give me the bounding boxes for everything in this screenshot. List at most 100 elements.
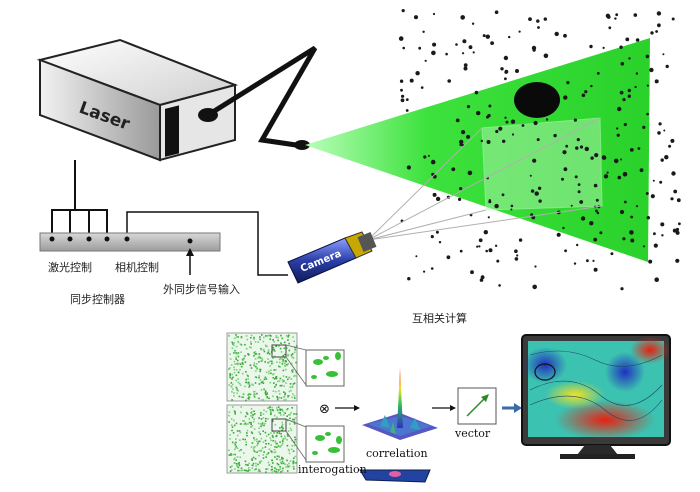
image-speckle	[252, 414, 254, 416]
seed-particle	[655, 30, 658, 33]
image-speckle	[282, 457, 284, 460]
image-speckle	[280, 414, 282, 416]
seed-particle	[530, 213, 534, 217]
image-speckle	[243, 357, 245, 360]
seed-particle	[657, 131, 661, 135]
seed-particle	[649, 67, 654, 73]
seed-particle	[675, 230, 680, 235]
image-speckle	[261, 357, 263, 360]
image-speckle	[285, 409, 288, 411]
seed-particle	[645, 54, 650, 59]
seed-particle	[515, 69, 519, 73]
image-speckle	[233, 352, 235, 354]
image-speckle	[281, 423, 284, 426]
image-speckle	[276, 416, 278, 419]
image-speckle	[253, 450, 255, 452]
image-speckle	[265, 471, 267, 473]
image-speckle	[232, 388, 234, 390]
seed-particle	[622, 237, 626, 241]
image-speckle	[284, 463, 286, 466]
image-speckle	[236, 392, 238, 395]
seed-particle	[530, 189, 535, 193]
seed-particle	[479, 278, 484, 282]
seed-particle	[432, 42, 437, 47]
seed-particle	[494, 10, 499, 14]
seed-particle	[495, 129, 499, 134]
image-speckle	[253, 394, 255, 397]
seed-particle	[485, 249, 489, 253]
seed-particle	[400, 88, 403, 92]
image-speckle	[258, 375, 260, 377]
image-speckle	[292, 418, 294, 421]
image-speckle	[243, 452, 245, 454]
image-speckle	[251, 464, 254, 467]
image-speckle	[276, 398, 279, 401]
seed-particle	[488, 248, 493, 253]
image-speckle	[232, 432, 235, 434]
image-speckle	[293, 441, 296, 443]
image-speckle	[289, 383, 292, 385]
image-speckle	[242, 363, 244, 365]
seed-particle	[510, 119, 516, 124]
image-speckle	[240, 411, 242, 414]
image-speckle	[237, 336, 239, 338]
image-speckle	[287, 378, 289, 381]
seed-particle	[543, 53, 549, 59]
image-speckle	[279, 412, 281, 414]
image-speckle	[264, 420, 267, 422]
image-speckle	[258, 417, 260, 419]
image-speckle	[282, 375, 285, 377]
seed-particle	[562, 150, 567, 155]
image-speckle	[264, 392, 267, 394]
seed-particle	[528, 17, 532, 21]
image-speckle	[282, 369, 285, 372]
image-speckle	[263, 424, 265, 427]
seed-particle	[413, 15, 419, 20]
image-speckle	[244, 385, 246, 388]
image-speckle	[275, 335, 278, 337]
image-speckle	[229, 376, 232, 379]
seed-particle	[508, 35, 511, 39]
image-speckle	[290, 362, 293, 365]
image-speckle	[235, 334, 237, 336]
seed-particle	[657, 23, 661, 28]
image-speckle	[250, 367, 253, 369]
image-speckle	[275, 468, 278, 471]
seed-particle	[586, 259, 589, 263]
image-speckle	[238, 430, 241, 432]
image-speckle	[269, 381, 272, 384]
image-speckle	[279, 445, 282, 447]
image-speckle	[236, 465, 238, 467]
image-speckle	[273, 451, 275, 454]
particle-image-2	[226, 404, 298, 474]
seed-particle	[502, 139, 506, 143]
image-speckle	[270, 410, 272, 412]
image-speckle	[246, 432, 248, 434]
seed-particle	[599, 231, 603, 235]
image-speckle	[234, 453, 236, 456]
image-speckle	[274, 386, 276, 388]
image-speckle	[284, 435, 286, 438]
seed-particle	[498, 284, 501, 287]
image-speckle	[235, 369, 238, 371]
image-speckle	[266, 453, 268, 456]
image-speckle	[232, 453, 234, 456]
seed-particle	[605, 13, 611, 18]
image-speckle	[279, 377, 282, 380]
image-speckle	[272, 357, 274, 359]
image-speckle	[262, 413, 265, 415]
seed-particle	[423, 270, 426, 273]
seed-particle	[646, 112, 649, 116]
image-speckle	[278, 432, 281, 435]
image-speckle	[257, 422, 260, 425]
seed-particle	[432, 12, 436, 16]
image-speckle	[270, 439, 272, 442]
seed-particle	[566, 81, 570, 85]
image-speckle	[240, 467, 243, 470]
image-speckle	[237, 466, 240, 469]
image-speckle	[295, 413, 298, 415]
image-speckle	[286, 439, 288, 441]
camera-view-lines	[367, 117, 603, 241]
seed-particle	[488, 104, 492, 108]
image-speckle	[260, 460, 263, 462]
